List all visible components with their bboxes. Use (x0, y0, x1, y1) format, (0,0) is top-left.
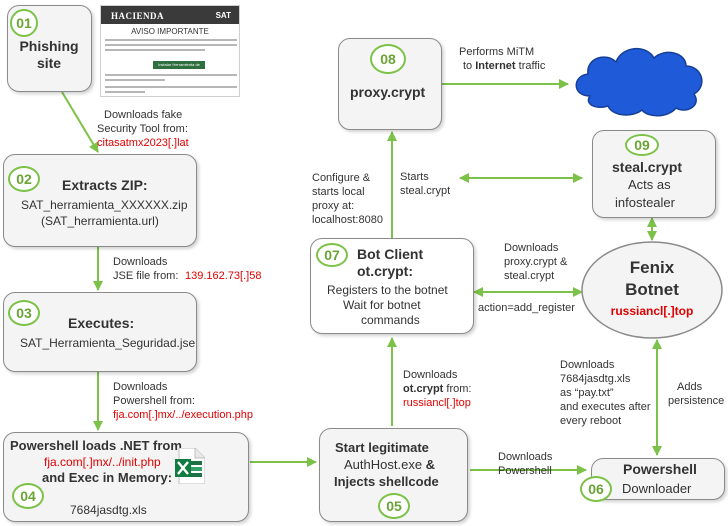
screenshot-sat-logo: SAT (215, 11, 231, 20)
node-04-title: Powershell loads .NET from (10, 438, 182, 453)
node-05-authhost: AuthHost.exe (344, 457, 423, 472)
node-05-badge: 05 (378, 493, 410, 519)
label-08-cloud-a: Performs MiTM (459, 46, 535, 58)
label-02-03-b: JSE file from: (113, 270, 179, 282)
label-06-fenix-c: as “pay.txt” (560, 387, 614, 399)
label-05-07-a: Downloads (403, 369, 458, 381)
label-05-06-b: Powershell (498, 465, 552, 477)
fenix-ellipse (581, 241, 723, 339)
label-06-fenix-e: every reboot (560, 415, 622, 427)
label-fenix-07-b: proxy.crypt & (504, 256, 568, 268)
screenshot-notice: AVISO IMPORTANTE (131, 27, 209, 36)
label-02-03-a: Downloads (113, 256, 168, 268)
label-07-fenix-action: action=add_register (478, 302, 575, 314)
node-07-title2: ot.crypt: (357, 263, 413, 279)
node-02-title: Extracts ZIP: (62, 177, 148, 193)
node-03-title: Executes: (68, 315, 135, 331)
label-persist-b: persistence (668, 395, 725, 407)
label-06-fenix-d: and executes after (560, 401, 651, 413)
node-07-title1: Bot Client (357, 246, 424, 262)
excel-icon (175, 448, 205, 484)
node-05-line1: Start legitimate (335, 440, 429, 455)
node-04-ioc: fja.com[.]mx/../init.php (44, 455, 161, 469)
node-06-sub: Downloader (622, 481, 692, 496)
node-06-powershell-downloader (591, 458, 725, 500)
cloud-icon (575, 48, 703, 117)
label-08-cloud-internet: Internet (475, 60, 516, 72)
node-04-badge: 04 (12, 483, 44, 509)
label-07-08-a: Configure & (312, 172, 371, 184)
node-06-badge: 06 (580, 476, 612, 502)
label-07-08-d: localhost:8080 (312, 214, 383, 226)
label-07-09-a: Starts (400, 171, 429, 183)
label-08-cloud-traffic: traffic (515, 60, 546, 72)
label-03-04-ioc: fja.com[.]mx/../execution.php (113, 409, 254, 421)
node-03-badge: 03 (8, 300, 40, 326)
node-07-line1: Registers to the botnet (327, 283, 448, 297)
node-09-line1: Acts as (628, 177, 671, 192)
label-01-02-ioc: citasatmx2023[.]lat (97, 137, 189, 149)
node-05-line3: Injects shellcode (334, 474, 439, 489)
node-04-file: 7684jasdtg.xls (70, 503, 147, 517)
label-08-cloud-b: to Internet traffic (463, 59, 545, 73)
node-04-title2: and Exec in Memory: (42, 470, 173, 485)
label-05-07-from: from: (443, 383, 472, 395)
screenshot-text-line (105, 79, 165, 81)
node-07-badge: 07 (316, 243, 348, 267)
label-01-02-b: Security Tool from: (97, 123, 188, 135)
node-09-badge: 09 (625, 134, 659, 156)
node-04-powershell-loads-net (3, 432, 249, 522)
screenshot-text-line (105, 91, 145, 93)
node-07-line3: commands (361, 313, 420, 327)
label-07-08-c: proxy at: (312, 200, 355, 212)
node-09-title: steal.crypt (612, 159, 683, 175)
label-06-fenix-b: 7684jasdtg.xls (560, 373, 631, 385)
screenshot-header (101, 6, 239, 24)
screenshot-text-line (105, 44, 237, 46)
label-05-07-otcrypt: ot.crypt (403, 383, 444, 395)
fenix-ioc: russiancl[.]top (610, 304, 694, 318)
label-fenix-07-a: Downloads (504, 242, 559, 254)
screenshot-text-line (105, 49, 205, 51)
label-07-09-b: steal.crypt (400, 185, 451, 197)
label-05-07-b: ot.crypt from: (403, 382, 471, 396)
node-05-line2: AuthHost.exe & (344, 457, 435, 473)
node-02-line1: SAT_herramienta_XXXXXX.zip (21, 198, 188, 212)
node-05-amp: & (422, 457, 436, 472)
node-07-line2: Wait for botnet (343, 298, 421, 312)
node-09-line2: infostealer (615, 195, 675, 210)
label-07-08-b: starts local (312, 186, 365, 198)
node-09-steal-crypt (592, 130, 716, 218)
label-06-fenix-a: Downloads (560, 359, 615, 371)
label-03-04-b: Powershell from: (113, 395, 195, 407)
node-01-title: Phishing site (19, 38, 79, 71)
label-05-06-a: Downloads (498, 451, 553, 463)
screenshot-text-line (105, 39, 237, 41)
screenshot-install-button: Instalar Herramienta de Seguridad (153, 61, 205, 75)
screenshot-brand: HACIENDA (111, 11, 165, 21)
label-02-03-ioc: 139.162.73[.]58 (185, 270, 262, 282)
screenshot-text-line (105, 74, 237, 76)
node-02-line2: (SAT_herramienta.url) (41, 214, 159, 228)
fenix-title2: Botnet (625, 280, 679, 299)
label-01-02-a: Downloads fake (104, 109, 183, 121)
label-08-cloud-to: to (463, 60, 476, 72)
fenix-title1: Fenix (629, 258, 675, 277)
node-01-badge: 01 (10, 9, 38, 37)
node-06-title: Powershell (623, 461, 697, 477)
node-03-line1: SAT_Herramienta_Seguridad.jse (20, 336, 196, 350)
screenshot-text-line (105, 86, 237, 88)
label-fenix-07-c: steal.crypt (504, 270, 555, 282)
node-08-title: proxy.crypt (350, 84, 426, 100)
phishing-screenshot: HACIENDA SAT AVISO IMPORTANTE Instalar H… (100, 5, 240, 97)
label-03-04-a: Downloads (113, 381, 168, 393)
node-08-badge: 08 (370, 44, 406, 74)
node-02-badge: 02 (8, 166, 40, 192)
label-persist-a: Adds (677, 381, 703, 393)
arrow-01-02 (61, 91, 99, 153)
label-05-07-ioc: russiancl[.]top (403, 397, 471, 409)
